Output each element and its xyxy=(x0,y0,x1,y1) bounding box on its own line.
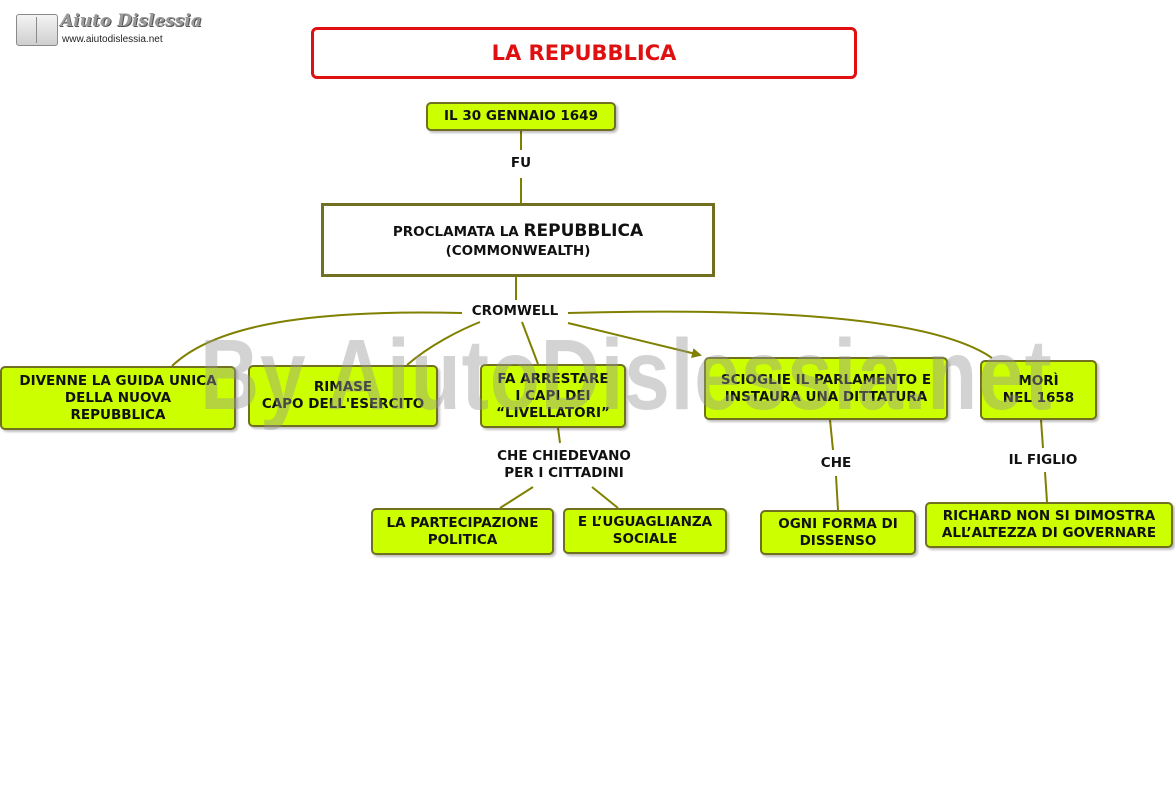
page-title: LA REPUBBLICA xyxy=(311,27,857,79)
line-cromwell-mori xyxy=(567,310,993,359)
line-cromwell-guida xyxy=(171,311,463,367)
line-che-dissenso xyxy=(835,475,839,511)
node-partecipazione: LA PARTECIPAZIONE POLITICA xyxy=(371,508,554,555)
label-fu: FU xyxy=(505,155,537,172)
main-big: REPUBBLICA xyxy=(523,221,644,241)
logo-title: Aiuto Dislessia xyxy=(60,11,202,31)
node-scioglie: SCIOGLIE IL PARLAMENTO E INSTAURA UNA DI… xyxy=(704,357,948,420)
line-che-partecipazione xyxy=(499,486,534,509)
main-line1: PROCLAMATA LA REPUBBLICA xyxy=(393,221,643,241)
main-prefix: PROCLAMATA LA xyxy=(392,224,519,240)
node-main: PROCLAMATA LA REPUBBLICA (COMMONWEALTH) xyxy=(321,203,715,277)
line-scioglie-che xyxy=(829,419,834,451)
node-dissenso: OGNI FORMA DI DISSENSO xyxy=(760,510,916,555)
label-figlio: IL FIGLIO xyxy=(998,452,1088,469)
label-cromwell: CROMWELL xyxy=(462,303,568,320)
node-uguaglianza: E L’UGUAGLIANZA SOCIALE xyxy=(563,508,727,554)
logo: Aiuto Dislessia www.aiutodislessia.net xyxy=(14,10,202,50)
label-chiedevano: CHE CHIEDEVANO PER I CITTADINI xyxy=(488,448,640,482)
line-arrestare-che xyxy=(557,427,561,444)
label-che: CHE xyxy=(815,455,857,472)
node-arrestare: FA ARRESTARE I CAPI DEI “LIVELLATORI” xyxy=(480,364,626,428)
node-mori: MORÌ NEL 1658 xyxy=(980,360,1097,420)
node-richard: RICHARD NON SI DIMOSTRA ALL’ALTEZZA DI G… xyxy=(925,502,1173,548)
node-date: IL 30 GENNAIO 1649 xyxy=(426,102,616,131)
logo-url: www.aiutodislessia.net xyxy=(62,34,163,45)
node-capo: RIMASE CAPO DELL'ESERCITO xyxy=(248,365,438,427)
book-icon xyxy=(16,14,58,46)
line-cromwell-arrestare xyxy=(521,321,539,365)
main-sub: (COMMONWEALTH) xyxy=(445,243,591,259)
node-guida: DIVENNE LA GUIDA UNICA DELLA NUOVA REPUB… xyxy=(0,366,236,430)
line-cromwell-scioglie xyxy=(567,322,702,358)
line-cromwell-capo xyxy=(406,321,481,366)
line-figlio-richard xyxy=(1044,471,1048,503)
line-che-uguaglianza xyxy=(591,486,619,509)
line-mori-figlio xyxy=(1040,419,1044,449)
